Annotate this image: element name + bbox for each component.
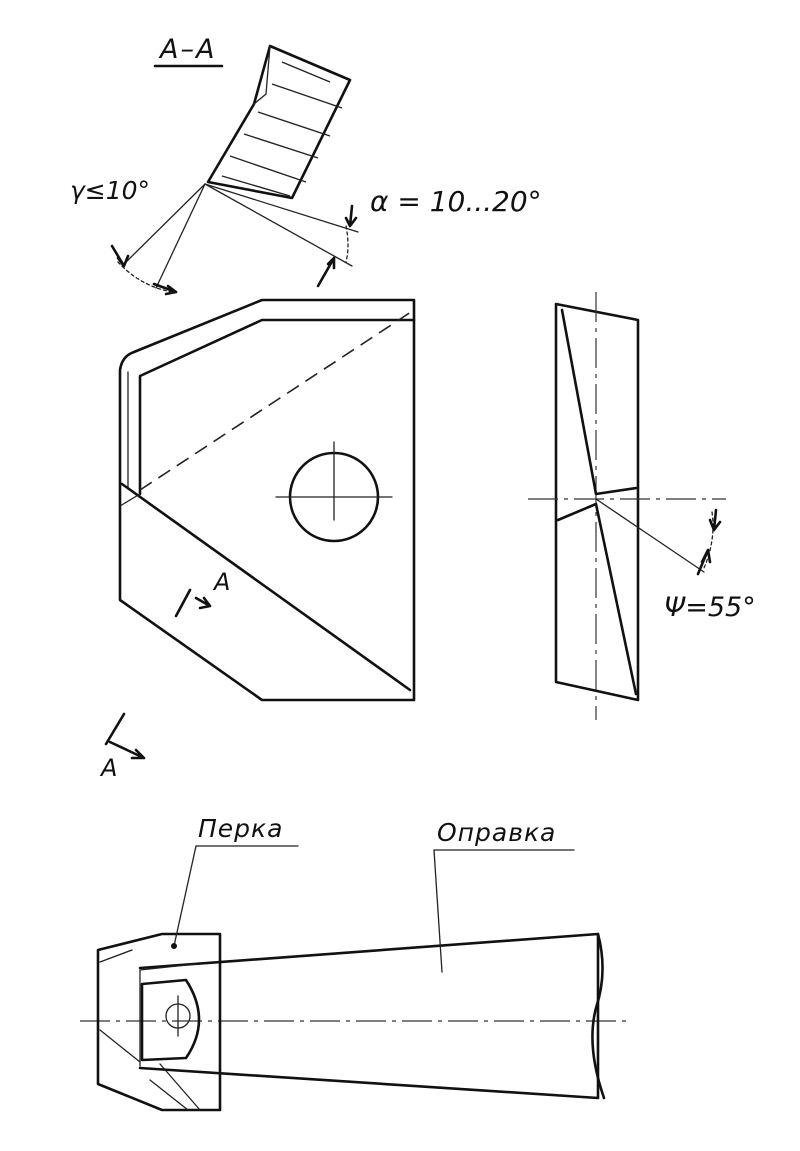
clearance-arrow-top [344,204,358,228]
section-mark-lower [104,712,146,760]
insert-edge-step [119,493,141,507]
holder-slot [139,963,197,1067]
lead-angle-label: Ψ=55° [664,592,756,623]
rake-ref-line [121,183,206,267]
side-cutting-edge-upper [560,308,638,496]
clearance-face-line [204,183,353,267]
section-mark-upper [174,588,212,618]
insert-hidden-edge [139,309,415,491]
tool-assembly-view [80,845,628,1112]
insert-body [96,932,222,1112]
insert-bevels [99,949,201,1111]
lead-angle-line [595,498,705,573]
side-cutting-edge-lower [556,502,638,696]
section-hatching [221,61,343,197]
holder-body [138,932,600,1100]
rake-angle-arc [117,261,173,293]
insert-side-view [528,292,726,720]
insert-cutting-edge [120,482,412,692]
clearance-ref-line [204,183,359,233]
holder-label: Оправка [437,818,557,847]
opravka-leader [433,849,443,973]
lead-arrow-bottom [696,548,712,576]
section-title: A–A [160,34,217,65]
section-profile [206,44,352,200]
insert-chamfer-inner [138,318,416,496]
clearance-angle-arc [345,225,349,263]
side-outline [554,302,640,702]
holder-break-line [591,932,606,1100]
section-mark-upper-label: A [214,568,231,596]
insert-outline [118,298,416,702]
rake-arrow-left [110,244,130,268]
section-rake-face [253,45,271,105]
clearance-arrow-bottom [316,256,336,288]
rake-face-line [155,183,206,289]
perka-leader-dot [171,943,177,949]
lead-arrow-top [708,508,722,532]
section-mark-lower-label: A [101,754,118,782]
perka-leader [173,845,197,947]
insert-front-view [104,298,416,760]
clearance-angle-label: α = 10...20° [370,185,542,218]
screw-head-outline [140,978,201,1062]
rake-angle-label: γ≤10° [70,176,151,205]
rake-arrow-right [152,282,178,296]
insert-label: Перка [198,814,284,843]
section-a-a-view [110,44,359,296]
